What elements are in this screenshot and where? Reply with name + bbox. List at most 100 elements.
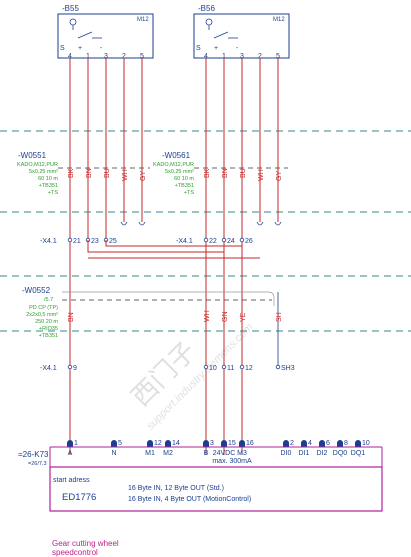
terminal-number: 12 — [245, 365, 253, 372]
module-pin-label: M1 — [145, 450, 155, 457]
terminal-number: 24 — [227, 238, 235, 245]
module-pin-label: M3 — [237, 450, 247, 457]
module-pin-number: 3 — [210, 440, 214, 447]
sensor-b56-pin-plus-label: + — [214, 45, 218, 52]
module-pin-number: 6 — [326, 440, 330, 447]
cable-w0551-spec: 60 10 m — [38, 176, 58, 182]
sensor-b56-pin-minus-label: - — [236, 45, 239, 52]
cable-w0561-spec: KADO,M12,PUR — [153, 162, 194, 168]
pin-connector-icon — [203, 440, 209, 447]
cable-screen-outline — [62, 291, 275, 306]
sensor-b56-pin-s-label: S — [196, 45, 201, 52]
cable-w0552-ref: /5.7 — [44, 297, 53, 303]
module-pin-label: M2 — [163, 450, 173, 457]
module-pin-number: 15 — [228, 440, 236, 447]
module-pin-label: DQ1 — [351, 450, 366, 457]
switch-symbol-icon — [69, 18, 102, 39]
module-pin-number: 8 — [344, 440, 348, 447]
module-k73: =26-K73 =26/7.3 start adress ED1776 16 B… — [18, 446, 383, 512]
wire-color-label: BK — [204, 168, 211, 178]
cable-w0552: -W0552 /5.7 PD CP (TP) 2x2x0,5 mm² 250 2… — [22, 286, 283, 366]
module-pin-label: DQ0 — [333, 450, 348, 457]
pin-connector-icon — [67, 440, 73, 447]
sensor-b56-pin: 4 — [204, 53, 208, 60]
pin-connector-icon — [337, 440, 343, 447]
wire-color-label: BU — [240, 168, 247, 178]
module-pin-number: 4 — [308, 440, 312, 447]
sensor-b55-pin-plus-label: + — [78, 45, 82, 52]
cable-w0551-spec: KADO,M12,PUR — [17, 162, 58, 168]
module-config-line: 16 Byte IN, 4 Byte OUT (MotionControl) — [128, 496, 251, 503]
terminal-number: 10 — [209, 365, 217, 372]
module-tag: =26-K73 — [18, 450, 49, 459]
cable-w0552-spec: PD CP (TP) — [29, 305, 58, 311]
cable-w0561-spec: 5x0,25 mm² — [165, 169, 194, 175]
start-address-value: ED1776 — [62, 492, 96, 503]
module-pin-label: DI0 — [281, 450, 292, 457]
module-pin-label: B — [204, 450, 209, 457]
sensor-b56-type: M12 — [273, 17, 285, 23]
cable-w0551: -W0551 KADO,M12,PUR 5x0,25 mm² 60 10 m +… — [17, 151, 150, 196]
terminal-row-1: -X4.1 21 23 25 -X4.1 22 24 26 — [40, 237, 260, 455]
sensor-b55: -B55 M12 S + - 4 1 3 2 5 — [57, 4, 154, 60]
module-pin-numbers: 1 5 12 14 3 15 16 2 4 6 8 10 — [74, 440, 370, 447]
wire-color-label: GY — [276, 171, 283, 181]
module-pin-number: 16 — [246, 440, 254, 447]
pin-connector-icon — [165, 440, 171, 447]
pin-connector-icon — [283, 440, 289, 447]
wire-color-label: WH — [122, 169, 129, 181]
pin-connector-icon — [301, 440, 307, 447]
wire-color-label: BK — [68, 168, 75, 178]
sensor-b56-pin: 5 — [276, 53, 280, 60]
pin-connector-icon — [239, 440, 245, 447]
bridge-wire — [105, 240, 242, 247]
cable-w0561-spec: +TS — [184, 190, 195, 196]
wire-end-cap-icon — [274, 221, 282, 226]
wire-end-cap-icon — [120, 221, 128, 226]
cable-w0561-tag: -W0561 — [162, 151, 191, 160]
sensor-b55-tag: -B55 — [62, 4, 79, 13]
wire-color-label: WH — [258, 169, 265, 181]
bridge-wire — [87, 240, 225, 258]
module-pin-number: 10 — [362, 440, 370, 447]
cable-w0561-spec: +TB351 — [175, 183, 194, 189]
module-pin-number: 5 — [118, 440, 122, 447]
pin-connector-icon — [147, 440, 153, 447]
terminal-point — [203, 364, 209, 370]
terminal-point — [221, 364, 227, 370]
wire-color-label: WH — [204, 310, 211, 322]
sensor-b55-pin: 5 — [140, 53, 144, 60]
sensor-b56-pin: 2 — [258, 53, 262, 60]
terminal-point — [239, 237, 245, 243]
footer-line: Gear cutting wheel — [52, 539, 119, 548]
b56-wires: BK BN BU WH GY — [204, 58, 283, 455]
pin-connector-icon — [111, 440, 117, 447]
terminal-point — [221, 237, 227, 243]
sensor-b56-pin: 3 — [240, 53, 244, 60]
wire-color-label: GN — [222, 312, 229, 323]
terminal-number: 23 — [91, 238, 99, 245]
footer-line: speedcontrol — [52, 548, 98, 557]
module-pin-label: DI1 — [299, 450, 310, 457]
sensor-b55-type: M12 — [137, 17, 149, 23]
sensor-b55-pin: 1 — [86, 53, 90, 60]
sensor-b56: -B56 M12 S + - 4 1 3 2 5 — [193, 4, 290, 60]
sensor-b55-pin: 4 — [68, 53, 72, 60]
wire-color-label: BN — [68, 312, 75, 322]
sensor-b55-pin-s-label: S — [60, 45, 65, 52]
module-pin-number: 2 — [290, 440, 294, 447]
terminal-number: 25 — [109, 238, 117, 245]
terminal-point — [67, 364, 73, 370]
module-pin-number: 1 — [74, 440, 78, 447]
sensor-b55-pin: 2 — [122, 53, 126, 60]
cable-w0561-spec: 60 10 m — [174, 176, 194, 182]
b55-wires: BK BN BU WH GY — [68, 58, 147, 455]
sensor-b56-pin: 1 — [222, 53, 226, 60]
module-config-line: 16 Byte IN, 12 Byte OUT (Std.) — [128, 485, 224, 492]
module-pins — [67, 440, 361, 447]
cable-w0551-tag: -W0551 — [18, 151, 47, 160]
module-pin-label: 24VDC — [213, 450, 236, 457]
wire-color-label: YE — [240, 312, 247, 322]
sensor-b55-pin: 3 — [104, 53, 108, 60]
watermark: 西门子 support.industry.siemens.com — [125, 321, 255, 432]
